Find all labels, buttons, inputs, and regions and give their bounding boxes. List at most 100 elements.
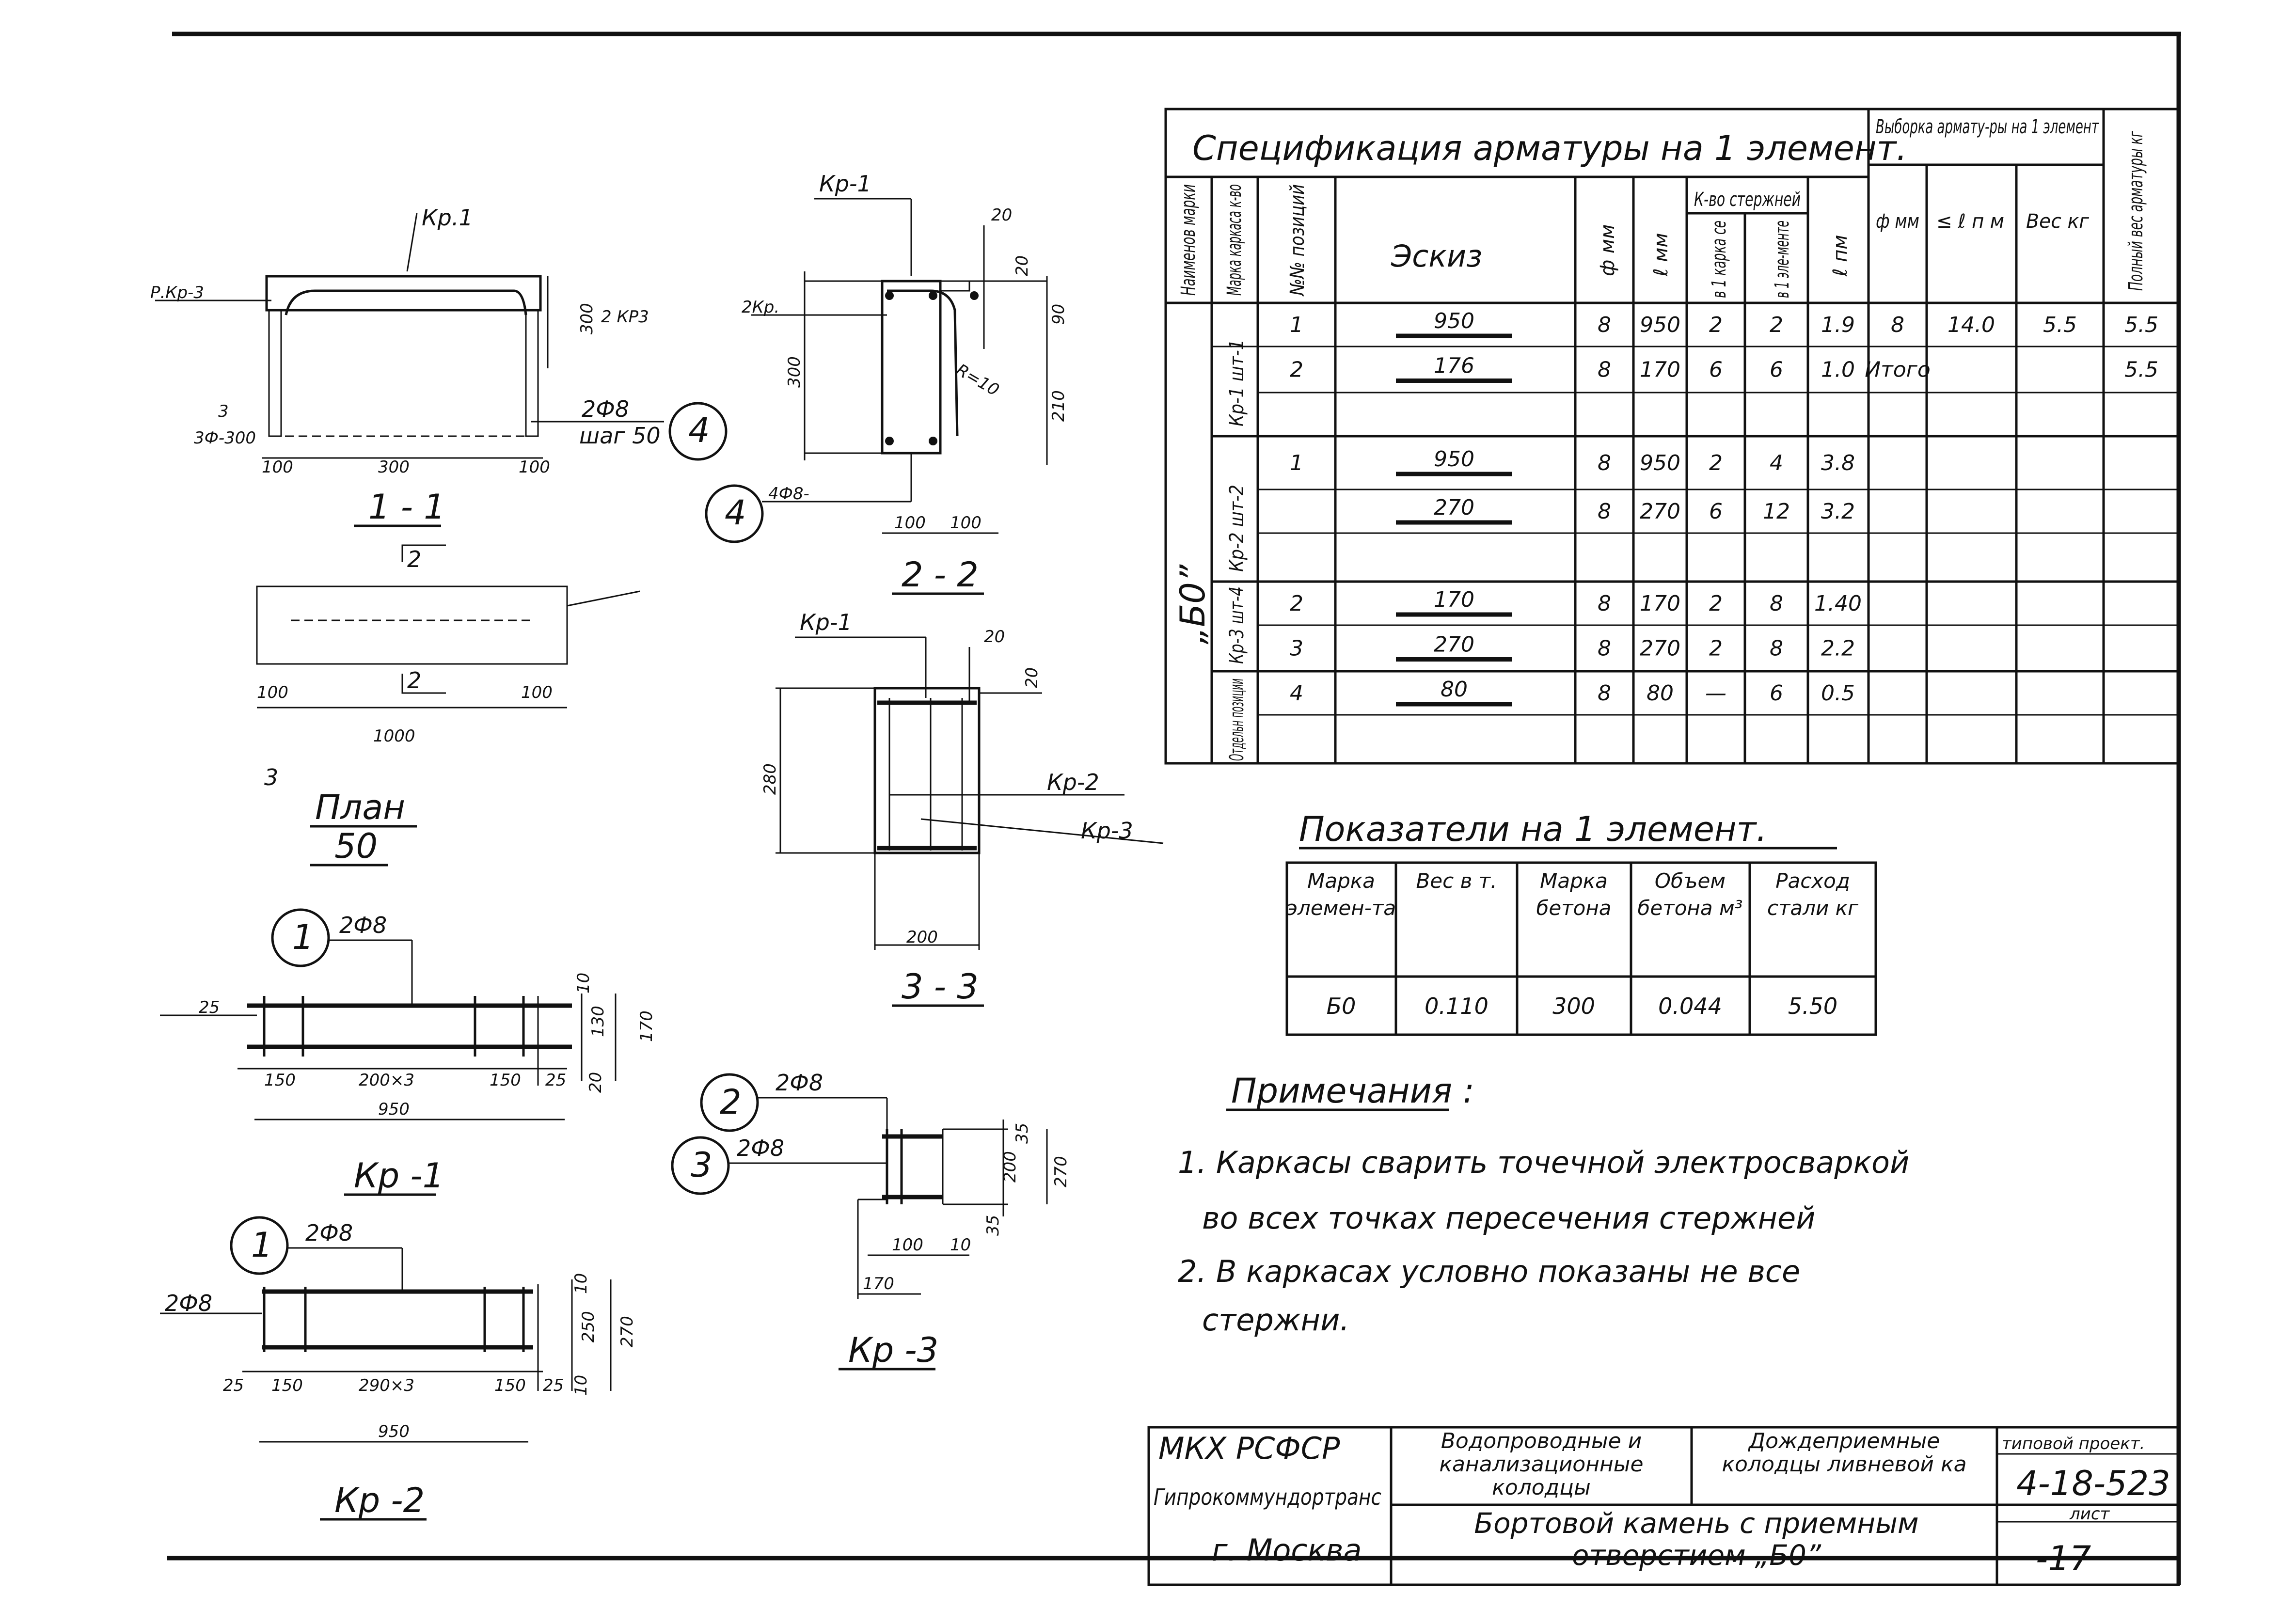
tb-subject: Водопроводные и канализационные колодцы (1439, 1430, 1644, 1500)
spec-cell-frame: 2 (1709, 451, 1723, 475)
tb-topic-box: Дождеприемные колодцы ливневой ка (1722, 1430, 1967, 1477)
kr2-callout-label: 1 (251, 1225, 273, 1265)
s33-dim-200: 200 (906, 928, 938, 947)
spec-cell-phi: 8 (1598, 591, 1611, 616)
kr3-dim-10: 10 (950, 1235, 971, 1255)
s11-kr3: Р.Кр-3 (150, 283, 204, 302)
kr1-title: Кр -1 (354, 1156, 444, 1196)
kr1-dim-200x3: 200×3 (359, 1071, 414, 1090)
s33-dim-280: 280 (760, 763, 780, 795)
note-line-2: во всех точках пересечения стержней (1202, 1200, 1815, 1236)
hdr-sel-len: ≤ ℓ п м (1936, 210, 2004, 233)
spec-cell-elem: 2 (1770, 313, 1783, 337)
spec-cell-elem: 12 (1763, 499, 1790, 524)
spec-sketch-label: 170 (1434, 587, 1474, 612)
spec-cell-pos: 2 (1290, 358, 1303, 382)
kr2-dim-10b: 10 (571, 1375, 591, 1396)
s11-dim-100b: 100 (519, 457, 550, 477)
group-mark-4: Отдельн позиции (1226, 678, 1248, 761)
s33-dim-20b: 20 (1022, 667, 1042, 688)
spec-cell-full: 5.5 (2124, 358, 2158, 382)
note-line-3: 2. В каркасах условно показаны не все (1178, 1254, 1800, 1289)
plan-dim-1000: 1000 (373, 726, 415, 746)
spec-cell-pos: 1 (1290, 451, 1303, 475)
s22-dim-100a: 100 (894, 513, 926, 533)
s11-three: 3 (218, 402, 229, 421)
plan-mark-3: 3 (264, 764, 278, 790)
spec-sketch-label: 950 (1434, 447, 1474, 472)
title-block: МКХ РСФСР Гипрокоммундортранс г. Москва … (1147, 1426, 2180, 1586)
group-mark-3: Кр-3 шт-4 (1226, 586, 1248, 664)
s33-title: 3 - 3 (902, 967, 979, 1007)
kr1-callout-1 (271, 908, 330, 967)
tb-org1: МКХ РСФСР (1158, 1431, 1340, 1466)
spec-cell-frame: 6 (1709, 358, 1723, 382)
spec-sketch-label: 176 (1434, 354, 1474, 379)
spec-cell-pos: 2 (1290, 591, 1303, 616)
spec-cell-elem: 8 (1770, 636, 1783, 661)
spec-cell-phi: 8 (1598, 358, 1611, 382)
kr3-bar-top: 2Ф8 (776, 1070, 823, 1096)
hdr-count-elem: в 1 эле-менте (1771, 221, 1793, 298)
plan-scale: 50 (334, 826, 378, 866)
spec-cell-pos: 4 (1290, 681, 1303, 706)
kr3-dim-170: 170 (863, 1274, 894, 1294)
s11-callout-4-label: 4 (688, 410, 710, 450)
s33-kr2: Кр-2 (1047, 769, 1099, 795)
s22-four-phi8: 4Ф8- (768, 484, 809, 504)
ind-value: 300 (1552, 993, 1595, 1019)
ind-value: 0.110 (1425, 993, 1488, 1019)
spec-cell-phi: 8 (1598, 313, 1611, 337)
spec-cell-total: 3.8 (1821, 451, 1855, 475)
spec-cell-phi: 8 (1598, 636, 1611, 661)
hdr-count: К-во стержней (1694, 189, 1801, 211)
spec-cell-len: 170 (1640, 358, 1680, 382)
spec-sketch-label: 950 (1434, 309, 1474, 333)
spec-cell-total: 2.2 (1821, 636, 1855, 661)
s22-dim-20a: 20 (991, 205, 1012, 225)
ind-header-box: Марка бетона (1536, 869, 1611, 920)
spec-cell-sel_phi: 8 (1891, 313, 1904, 337)
spec-cell-frame: — (1705, 681, 1726, 706)
notes-title: Примечания : (1231, 1071, 1474, 1111)
plan-dim-100a: 100 (257, 683, 288, 702)
kr2-dim-270: 270 (618, 1316, 637, 1347)
spec-cell-frame: 2 (1709, 313, 1723, 337)
kr3-callout-3 (671, 1136, 730, 1195)
kr1-callout-label: 1 (292, 917, 314, 957)
kr3-dim-200: 200 (1000, 1151, 1020, 1183)
kr1-dim-20: 20 (586, 1072, 605, 1093)
tb-subject-box: Водопроводные и канализационные колодцы (1439, 1430, 1644, 1500)
spec-cell-sel_w: 5.5 (2043, 313, 2077, 337)
hdr-mark: Марка каркаса к-во (1223, 184, 1246, 296)
spec-table: Спецификация арматуры на 1 элемент. Выбо… (1164, 108, 2180, 765)
frame-kr2: 1 2Ф8 2Ф8 25 150 290×3 150 25 950 250 27… (160, 1216, 637, 1521)
hdr-sel-phi: ф мм (1876, 210, 1919, 233)
hdr-name: Наименов марки (1177, 184, 1200, 296)
hdr-count-frame: в 1 карка се (1708, 221, 1730, 298)
s11-dim-300b: 300 (378, 457, 410, 477)
kr2-left-bar: 2Ф8 (165, 1290, 212, 1316)
tb-project-no: 4-18-523 (2016, 1464, 2170, 1503)
spec-cell-len: 270 (1640, 499, 1680, 524)
group-mark-2: Кр-2 шт-2 (1226, 485, 1248, 572)
ind-header-box: Объем бетона м³ (1638, 869, 1743, 920)
s22-callout-4 (705, 484, 764, 543)
tb-topic: Дождеприемные колодцы ливневой ка (1722, 1430, 1967, 1477)
frame-kr1: 1 2Ф8 25 150 200×3 150 25 950 130 170 10… (160, 908, 656, 1196)
spec-cell-frame: 2 (1709, 636, 1723, 661)
kr3-callout-2-label: 2 (720, 1082, 742, 1122)
note-line-4: стержни. (1202, 1302, 1349, 1338)
kr1-dim-150b: 150 (490, 1071, 521, 1090)
s11-two-phi8: 2Ф8 (582, 396, 629, 422)
ind-header: Расход стали кг (1767, 869, 1859, 920)
kr3-dim-270: 270 (1051, 1156, 1071, 1187)
spec-cell-elem: 4 (1770, 451, 1783, 475)
kr2-dim-150b: 150 (494, 1376, 526, 1395)
spec-sketch-label: 270 (1434, 495, 1474, 520)
s22-dim-90: 90 (1049, 304, 1068, 325)
hdr-sketch: Эскиз (1391, 238, 1482, 274)
